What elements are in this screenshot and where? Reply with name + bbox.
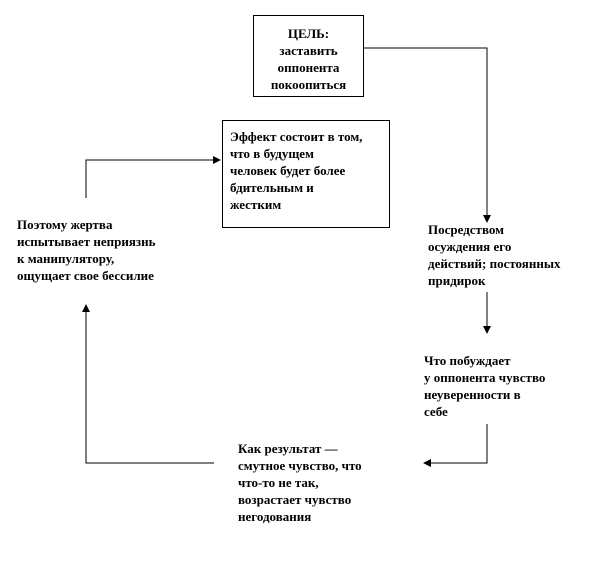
goal-line-4: покоопиться — [270, 77, 347, 92]
insecurity-line-2: у оппонента чувство — [424, 370, 546, 385]
effect-box: Эффект состоит в том, что в будущем чело… — [222, 120, 390, 228]
goal-line-3: оппонента — [277, 60, 340, 75]
means-line-1: Посредством — [428, 222, 504, 237]
insecurity-line-3: неуверенности в — [424, 387, 521, 402]
result-text: Как результат — смутное чувство, что что… — [238, 440, 362, 525]
arrow-insecurity-to-result — [423, 424, 488, 467]
arrow-goal-to-means — [364, 47, 491, 223]
means-line-3: действий; постоянных — [428, 256, 561, 271]
result-line-2: смутное чувство, что — [238, 458, 362, 473]
insecurity-line-1: Что побуждает — [424, 353, 511, 368]
goal-box: ЦЕЛЬ: заставить оппонента покоопиться — [253, 15, 364, 97]
effect-line-4: бдительным и — [230, 180, 314, 195]
effect-line-2: что в будущем — [230, 146, 314, 161]
goal-line-1: ЦЕЛЬ: — [287, 26, 330, 41]
goal-line-2: заставить — [279, 43, 338, 58]
result-line-5: негодования — [238, 509, 312, 524]
result-line-1: Как результат — — [238, 441, 338, 456]
victim-line-3: к манипулятору, — [17, 251, 115, 266]
arrow-result-to-victim — [82, 304, 214, 464]
victim-line-1: Поэтому жертва — [17, 217, 113, 232]
effect-line-5: жестким — [230, 197, 282, 212]
victim-text: Поэтому жертва испытывает неприязнь к ма… — [17, 216, 155, 284]
insecurity-text: Что побуждает у оппонента чувство неувер… — [424, 352, 545, 420]
means-line-2: осуждения его — [428, 239, 512, 254]
result-line-4: возрастает чувство — [238, 492, 352, 507]
means-line-4: придирок — [428, 273, 486, 288]
effect-line-3: человек будет более — [230, 163, 346, 178]
victim-line-4: ощущает свое бессилие — [17, 268, 154, 283]
effect-line-1: Эффект состоит в том, — [230, 129, 363, 144]
result-line-3: что-то не так, — [238, 475, 319, 490]
victim-line-2: испытывает неприязнь — [17, 234, 156, 249]
means-text: Посредством осуждения его действий; пост… — [428, 221, 560, 289]
arrow-victim-to-effect — [85, 156, 221, 198]
insecurity-line-4: себе — [424, 404, 448, 419]
